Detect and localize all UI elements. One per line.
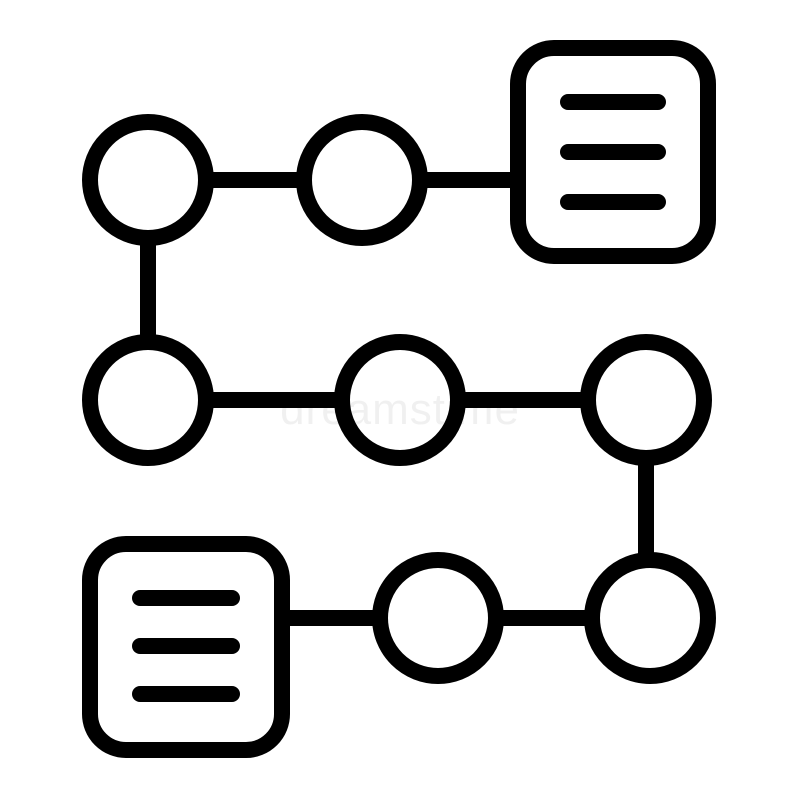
- node-circle-icon: [82, 334, 214, 466]
- node-circle-icon: [334, 334, 466, 466]
- node-circle-icon: [296, 114, 428, 246]
- node-circle-icon: [584, 552, 716, 684]
- node-circle-icon: [372, 552, 504, 684]
- node-circle-icon: [580, 334, 712, 466]
- node-circle-icon: [82, 114, 214, 246]
